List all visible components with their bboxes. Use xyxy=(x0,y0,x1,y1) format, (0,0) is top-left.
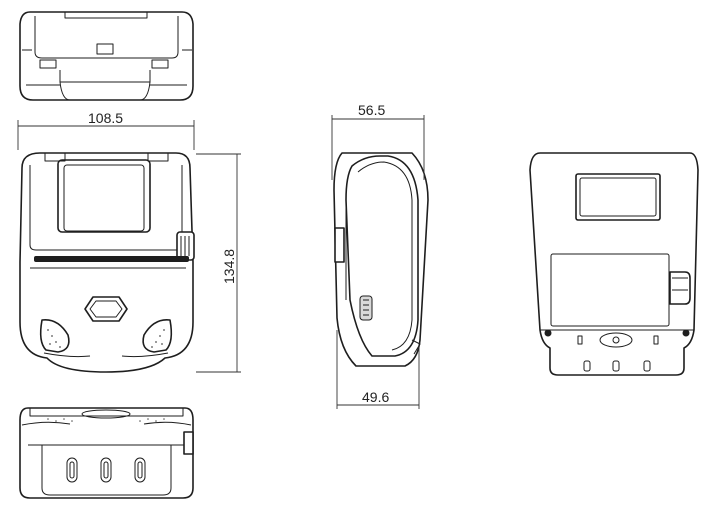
depth-top-label: 56.5 xyxy=(358,102,385,118)
side-depth-bottom-dimension: 49.6 xyxy=(336,330,420,409)
depth-bottom-label: 49.6 xyxy=(362,389,389,405)
back-view xyxy=(529,152,699,376)
height-label: 134.8 xyxy=(221,249,237,284)
front-height-dimension: 134.8 xyxy=(196,153,241,373)
side-depth-top-dimension: 56.5 xyxy=(331,102,425,180)
top-view xyxy=(19,11,194,101)
bottom-view xyxy=(19,407,194,499)
side-view xyxy=(333,152,429,367)
front-view xyxy=(19,152,195,373)
width-label: 108.5 xyxy=(88,110,123,126)
front-width-dimension: 108.5 xyxy=(17,110,195,150)
